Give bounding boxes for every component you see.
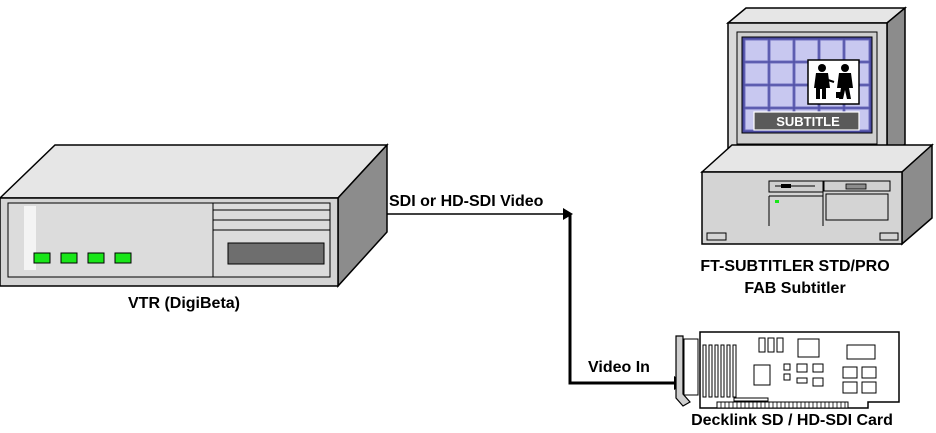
vtr-led-icon	[114, 252, 132, 264]
connection-sdi-label: SDI or HD-SDI Video	[389, 193, 544, 210]
vtr-led-icon	[87, 252, 105, 264]
pc-top-face	[700, 144, 934, 173]
pc-led-icon	[775, 200, 779, 203]
vtr-tape-slot	[227, 242, 325, 265]
screen-subtitle-text: SUBTITLE	[776, 114, 840, 129]
monitor-side-face	[886, 6, 906, 163]
vtr-top-face	[0, 144, 389, 199]
connector-sdi	[387, 208, 573, 220]
pc-foot	[706, 232, 727, 241]
subtitle-bar	[753, 111, 860, 131]
computer-label-line1: FT-SUBTITLER STD/PRO	[700, 258, 890, 275]
monitor-top-face	[725, 7, 908, 24]
vtr-led-icon	[60, 252, 78, 264]
decklink-card	[675, 331, 900, 409]
card-chips	[733, 337, 877, 402]
card-edge-connector	[716, 401, 849, 409]
card-bracket	[675, 335, 691, 407]
card-label: Decklink SD / HD-SDI Card	[691, 412, 893, 429]
card-edge-pins	[720, 402, 846, 408]
card-connectors	[702, 344, 737, 398]
vtr-led-icon	[33, 252, 51, 264]
pc-panel	[825, 193, 889, 221]
businessmen-icon	[807, 59, 860, 105]
connection-video-in-label: Video In	[588, 359, 650, 376]
arrowhead-icon	[563, 208, 573, 220]
pc-foot	[879, 232, 899, 241]
vtr-highlight	[24, 206, 36, 270]
computer	[700, 6, 934, 246]
vtr-device	[0, 143, 389, 288]
computer-label-line2: FAB Subtitler	[744, 280, 846, 297]
vtr-label: VTR (DigiBeta)	[128, 295, 240, 312]
vtr-front-panel	[7, 202, 331, 278]
